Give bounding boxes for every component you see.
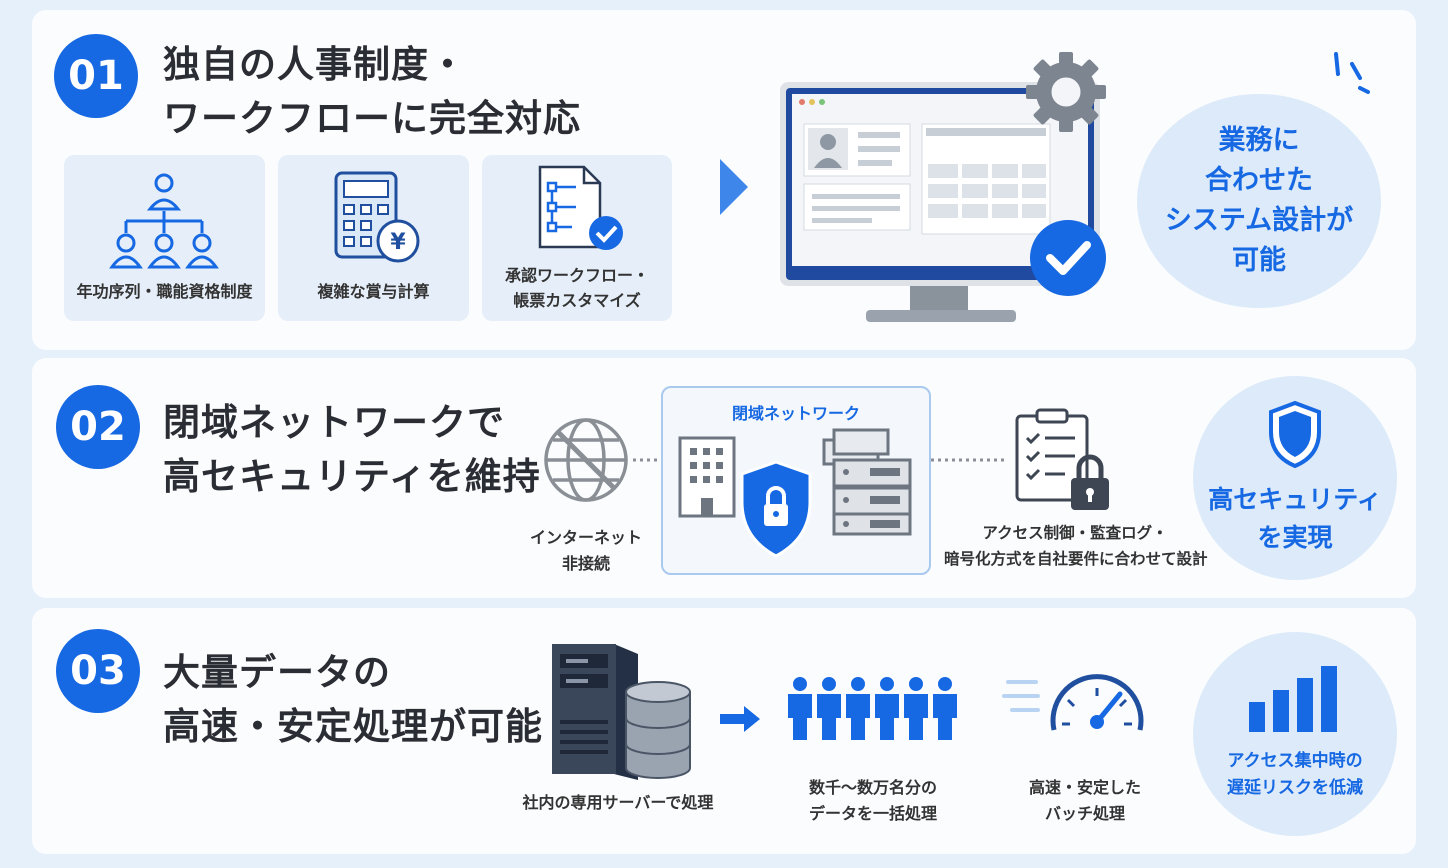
feature-card-label: 承認ワークフロー・ 帳票カスタマイズ bbox=[482, 263, 672, 313]
feature-card-label: 年功序列・職能資格制度 bbox=[64, 279, 265, 304]
monitor-gear-check-icon bbox=[780, 52, 1106, 322]
section-number-badge: 03 bbox=[56, 629, 140, 713]
result-line: を実現 bbox=[1257, 523, 1333, 552]
org-chart-icon bbox=[109, 173, 219, 269]
bar-chart-icon bbox=[1249, 666, 1337, 732]
caption-line: 数千〜数万名分の bbox=[808, 778, 937, 797]
people-caption: 数千〜数万名分の データを一括処理 bbox=[780, 775, 966, 827]
globe-blocked-icon bbox=[544, 418, 628, 502]
caption-line: インターネット bbox=[529, 528, 642, 547]
speedometer-icon bbox=[1002, 674, 1144, 731]
section-bulk-data bbox=[32, 608, 1416, 854]
caption-line: 高速・安定した bbox=[1028, 778, 1141, 797]
feature-card-label-line: 複雑な賞与計算 bbox=[317, 282, 430, 301]
caption-line: 非接続 bbox=[561, 554, 610, 573]
closed-network-label: 閉域ネットワーク bbox=[731, 404, 860, 423]
access-control-caption: アクセス制御・監査ログ・ 暗号化方式を自社要件に合わせて設計 bbox=[944, 520, 1208, 572]
dotted-connector bbox=[633, 458, 663, 462]
calculator-yen-icon: ¥ bbox=[334, 171, 420, 263]
result-line: 業務に bbox=[1218, 125, 1300, 156]
caption-line: バッチ処理 bbox=[1044, 804, 1125, 823]
result-high-security: 高セキュリティ を実現 bbox=[1193, 376, 1397, 580]
section-title-line: 高速・安定処理が可能 bbox=[163, 705, 543, 748]
section-number-badge: 01 bbox=[54, 34, 138, 118]
result-line: 合わせた bbox=[1205, 165, 1313, 196]
speed-caption: 高速・安定した バッチ処理 bbox=[1000, 775, 1170, 827]
feature-card-seniority: 年功序列・職能資格制度 bbox=[64, 155, 265, 321]
result-line: 遅延リスクを低減 bbox=[1227, 778, 1363, 798]
workflow-document-check-icon bbox=[538, 165, 623, 250]
caption-line: データを一括処理 bbox=[808, 804, 937, 823]
section-title-line: 大量データの bbox=[163, 651, 391, 694]
dotted-connector bbox=[931, 458, 1007, 462]
section-title-line: ワークフローに完全対応 bbox=[163, 97, 581, 140]
feature-card-label-line: 帳票カスタマイズ bbox=[513, 291, 641, 310]
result-line: アクセス集中時の bbox=[1227, 751, 1363, 771]
server-database-icon bbox=[552, 644, 691, 780]
feature-card-bonus: ¥ 複雑な賞与計算 bbox=[278, 155, 469, 321]
building-shield-server-icon bbox=[678, 428, 912, 558]
server-caption: 社内の専用サーバーで処理 bbox=[522, 793, 714, 812]
caption-line: アクセス制御・監査ログ・ bbox=[982, 524, 1168, 542]
result-line: システム設計が bbox=[1164, 205, 1354, 236]
section-number-badge: 02 bbox=[56, 385, 140, 469]
caption-line: 暗号化方式を自社要件に合わせて設計 bbox=[944, 550, 1208, 568]
internet-caption: インターネット 非接続 bbox=[520, 525, 652, 577]
shield-icon bbox=[1269, 400, 1321, 469]
feature-card-label-line: 年功序列・職能資格制度 bbox=[76, 282, 253, 301]
section-title-line: 独自の人事制度・ bbox=[163, 43, 467, 86]
section-title: 閉域ネットワークで 高セキュリティを維持 bbox=[163, 396, 541, 504]
section-title-line: 高セキュリティを維持 bbox=[163, 455, 541, 498]
arrow-right-icon bbox=[720, 706, 760, 732]
people-group-icon bbox=[788, 677, 957, 740]
section-title-line: 閉域ネットワークで bbox=[163, 401, 505, 444]
arrow-right-icon bbox=[720, 159, 748, 215]
checklist-lock-icon bbox=[1015, 408, 1109, 510]
result-low-latency: アクセス集中時の 遅延リスクを低減 bbox=[1193, 632, 1397, 836]
result-line: 可能 bbox=[1232, 245, 1286, 276]
feature-card-workflow: 承認ワークフロー・ 帳票カスタマイズ bbox=[482, 155, 672, 321]
feature-card-label: 複雑な賞与計算 bbox=[278, 279, 469, 304]
result-line: 高セキュリティ bbox=[1208, 485, 1382, 514]
feature-card-label-line: 承認ワークフロー・ bbox=[504, 266, 649, 285]
svg-text:¥: ¥ bbox=[390, 230, 406, 255]
sparkle-lines-icon bbox=[1334, 52, 1370, 94]
section-title: 独自の人事制度・ ワークフローに完全対応 bbox=[163, 38, 581, 146]
section-title: 大量データの 高速・安定処理が可能 bbox=[163, 646, 543, 754]
result-system-design: 業務に 合わせた システム設計が 可能 bbox=[1137, 94, 1381, 308]
